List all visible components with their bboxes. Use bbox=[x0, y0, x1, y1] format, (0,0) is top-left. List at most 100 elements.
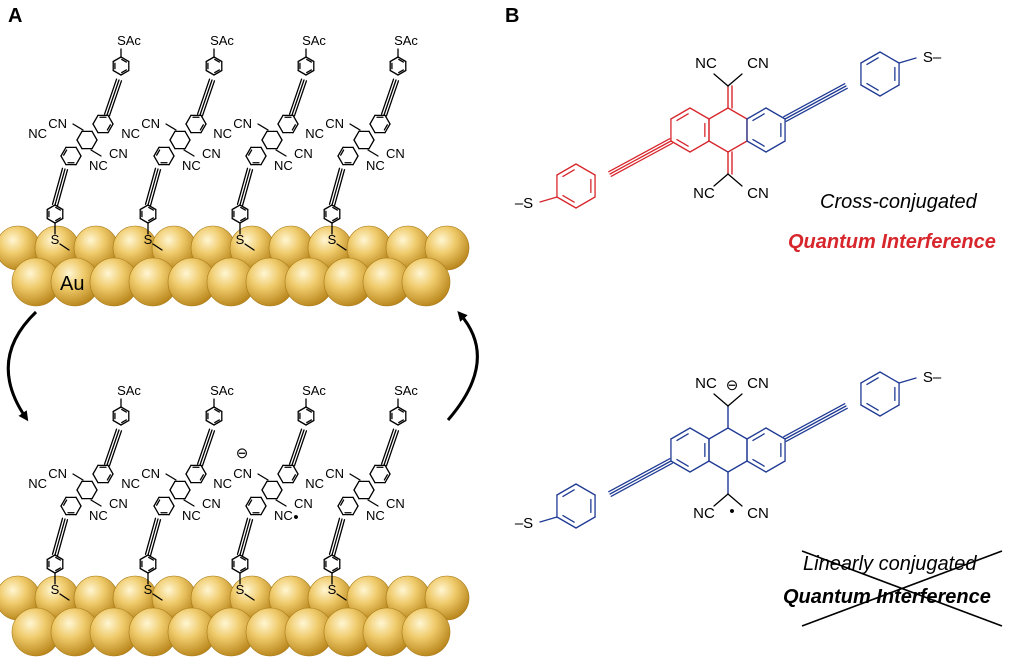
alkyne-bond bbox=[196, 428, 216, 467]
phenyl-ring bbox=[205, 406, 223, 426]
core-ring bbox=[337, 496, 359, 516]
cyano-group: CN bbox=[233, 116, 252, 131]
core-ring-center bbox=[353, 130, 375, 150]
phenyl-ring bbox=[297, 406, 315, 426]
core-ring bbox=[60, 496, 82, 516]
core-ring bbox=[92, 464, 114, 484]
gold-label: Au bbox=[60, 273, 84, 295]
phenyl-ring bbox=[205, 56, 223, 76]
cyano-group: CN bbox=[109, 146, 128, 161]
phenyl-ring bbox=[46, 554, 64, 574]
phenyl-ring-left bbox=[556, 483, 596, 529]
phenyl-ring bbox=[323, 204, 341, 224]
alkyne-bond bbox=[288, 428, 308, 467]
cyano-group: NC bbox=[89, 158, 108, 173]
alkyne-bond bbox=[144, 167, 162, 207]
core-ring-center bbox=[261, 480, 283, 500]
thiol-anchor-right: S– bbox=[923, 369, 942, 386]
phenyl-ring bbox=[389, 56, 407, 76]
cyano-group: CN bbox=[141, 116, 160, 131]
anion-charge: ⊖ bbox=[726, 377, 739, 394]
core-ring bbox=[92, 114, 114, 134]
alkyne-bond bbox=[103, 428, 123, 467]
alkyne-bond-right bbox=[783, 403, 848, 442]
alkyne-bond bbox=[51, 517, 69, 557]
cyano-group: NC bbox=[182, 508, 201, 523]
sulfur-atom: S bbox=[236, 232, 245, 247]
alkyne-bond-right bbox=[783, 83, 848, 122]
cyano-group: NC bbox=[274, 158, 293, 173]
cyano-group: CN bbox=[48, 116, 67, 131]
core-ring-left bbox=[670, 427, 710, 473]
core-ring-right bbox=[746, 427, 786, 473]
core-ring bbox=[185, 114, 207, 134]
thioacetate-group: SAc bbox=[117, 383, 141, 398]
core-ring bbox=[245, 146, 267, 166]
cyano-group: CN bbox=[386, 146, 405, 161]
core-ring bbox=[153, 496, 175, 516]
thiol-anchor-left: –S bbox=[515, 515, 533, 532]
sulfur-atom: S bbox=[236, 582, 245, 597]
cyano-group: CN bbox=[294, 146, 313, 161]
phenyl-ring bbox=[231, 204, 249, 224]
alkyne-bond bbox=[380, 78, 400, 117]
phenyl-ring bbox=[389, 406, 407, 426]
alkyne-bond bbox=[236, 167, 254, 207]
cyano-group: CN bbox=[386, 496, 405, 511]
cyano-group: NC bbox=[693, 185, 715, 202]
cyano-group: CN bbox=[747, 505, 769, 522]
molecule-layer-bottom: SCNNCCNNCSAcSCNNCCNNCSAcSCNNCCNNC⊖•SAcSC… bbox=[28, 383, 418, 601]
oxidation-arrow bbox=[446, 310, 479, 421]
core-ring-left bbox=[670, 107, 710, 153]
phenyl-ring bbox=[112, 406, 130, 426]
alkyne-bond bbox=[196, 78, 216, 117]
phenyl-ring bbox=[139, 204, 157, 224]
cyano-group: CN bbox=[294, 496, 313, 511]
thioacetate-group: SAc bbox=[394, 383, 418, 398]
thioacetate-group: SAc bbox=[210, 383, 234, 398]
cyano-group: CN bbox=[325, 116, 344, 131]
thioacetate-group: SAc bbox=[394, 33, 418, 48]
core-ring bbox=[369, 464, 391, 484]
cyano-group: NC bbox=[274, 508, 293, 523]
cyano-group: NC bbox=[366, 508, 385, 523]
cyano-group: NC bbox=[213, 126, 232, 141]
sulfur-atom: S bbox=[51, 232, 60, 247]
cyano-group: NC bbox=[366, 158, 385, 173]
cyano-group: NC bbox=[89, 508, 108, 523]
cyano-group: NC bbox=[305, 476, 324, 491]
alkyne-bond bbox=[51, 167, 69, 207]
core-ring bbox=[60, 146, 82, 166]
core-ring bbox=[245, 496, 267, 516]
cyano-group: CN bbox=[141, 466, 160, 481]
core-ring-center bbox=[169, 480, 191, 500]
core-ring-center bbox=[708, 427, 748, 473]
core-ring bbox=[277, 114, 299, 134]
panel-label-b: B bbox=[505, 5, 519, 27]
cross-out-mark bbox=[801, 550, 1003, 627]
thiol-anchor-right: S– bbox=[923, 49, 942, 66]
core-ring bbox=[337, 146, 359, 166]
radical-dot: • bbox=[293, 509, 298, 526]
cyano-group: CN bbox=[202, 496, 221, 511]
quantum-interference-label: Quantum Interference bbox=[788, 231, 996, 253]
phenyl-ring-right bbox=[860, 371, 900, 417]
alkyne-bond bbox=[328, 167, 346, 207]
thiol-anchor-left: –S bbox=[515, 195, 533, 212]
alkyne-bond bbox=[103, 78, 123, 117]
core-ring-center bbox=[261, 130, 283, 150]
core-ring bbox=[277, 464, 299, 484]
cyano-group: NC bbox=[213, 476, 232, 491]
thioacetate-group: SAc bbox=[117, 33, 141, 48]
phenyl-ring bbox=[323, 554, 341, 574]
core-ring-center bbox=[353, 480, 375, 500]
gold-surface-bottom bbox=[0, 575, 470, 657]
cyano-group: NC bbox=[693, 505, 715, 522]
